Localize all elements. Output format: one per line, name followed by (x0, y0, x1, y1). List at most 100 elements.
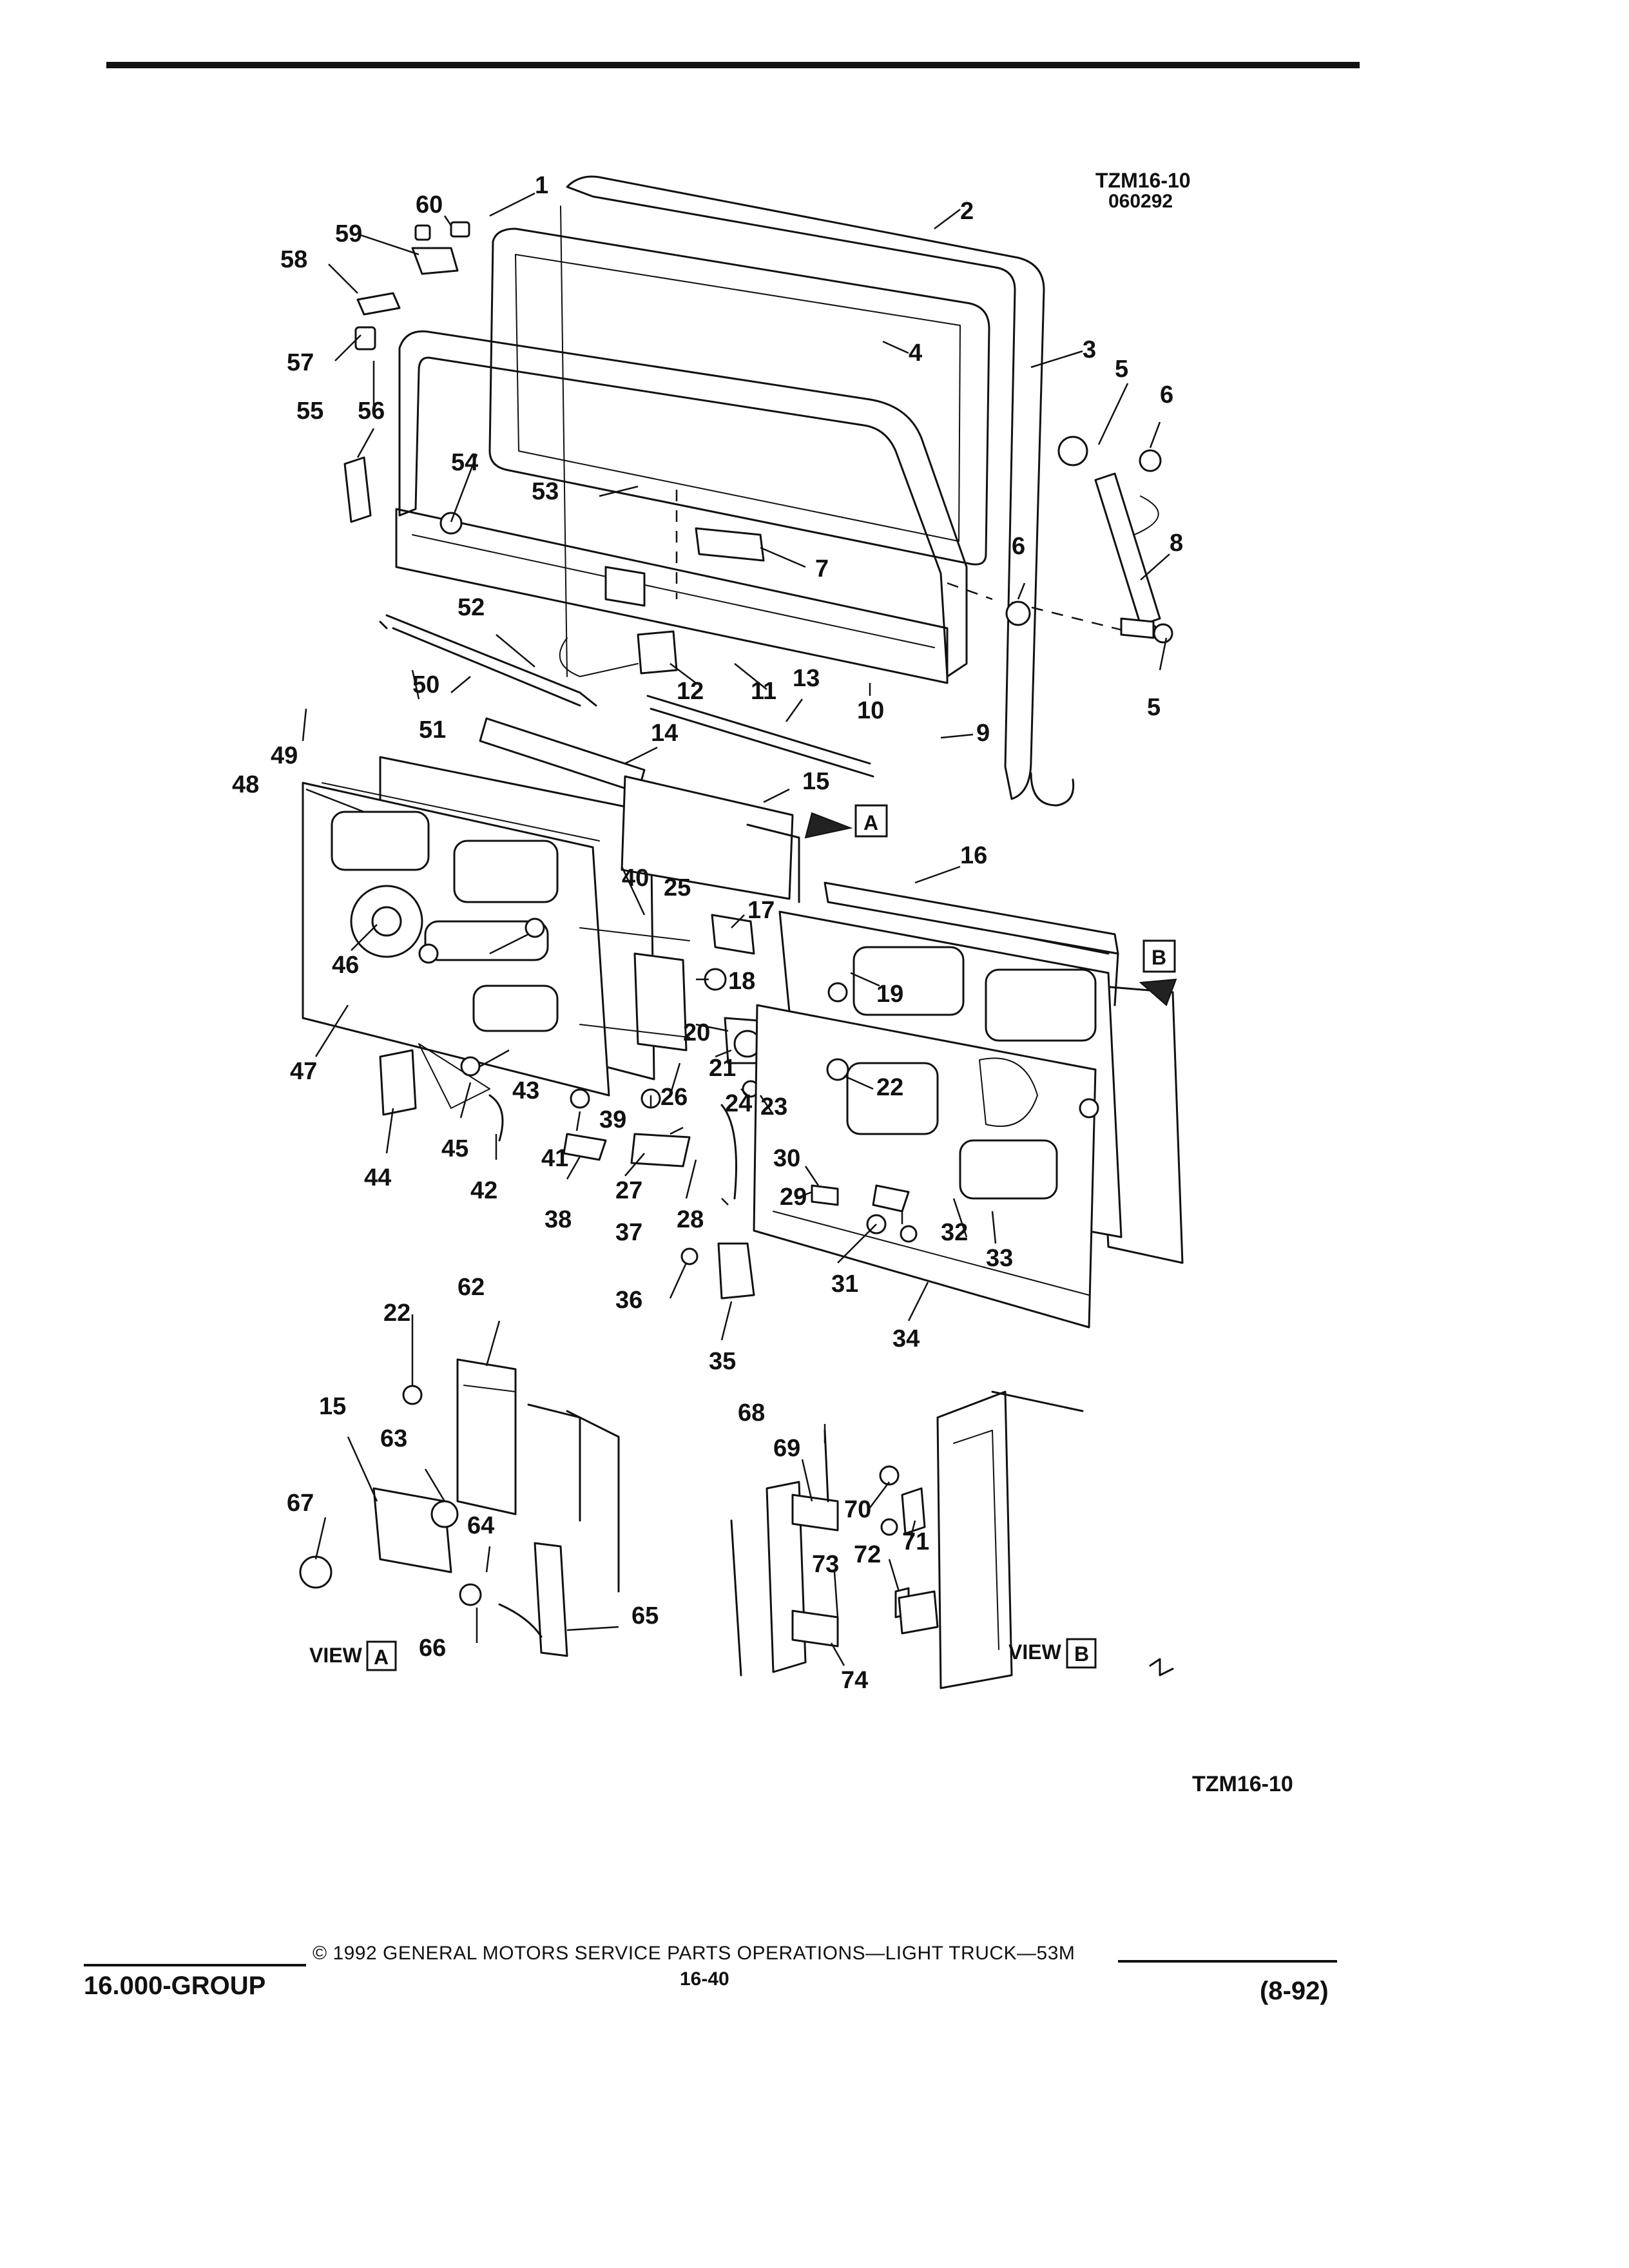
right-door-outer-panel (753, 898, 1184, 1329)
callout-22: 22 (876, 1074, 903, 1101)
callout-37: 37 (615, 1219, 642, 1246)
upper-hinge-cluster (343, 221, 470, 535)
callout-51: 51 (419, 716, 446, 744)
callout-8: 8 (1170, 530, 1183, 557)
callout-22b: 22 (383, 1300, 410, 1327)
left-door-inner-panel (302, 756, 800, 1097)
callout-29: 29 (780, 1184, 807, 1211)
drawing-id-bottom: TZM16-10 (1192, 1772, 1293, 1796)
arrow-b-letter: B (1152, 946, 1166, 969)
footer-page-number: 16-40 (680, 1968, 729, 1990)
weatherstrip (824, 881, 1119, 955)
callout-36: 36 (615, 1287, 642, 1314)
callout-50: 50 (412, 671, 439, 698)
corner-mark (1149, 1658, 1174, 1677)
callout-67: 67 (287, 1490, 314, 1517)
footer-rule-left (84, 1964, 306, 1966)
callout-5b: 5 (1147, 694, 1161, 721)
view-b-detail (730, 1390, 1084, 1689)
callout-4: 4 (909, 340, 922, 367)
callout-9: 9 (976, 720, 990, 747)
callout-53: 53 (532, 478, 559, 505)
support-strut (1005, 436, 1173, 644)
latch-assembly (559, 527, 765, 677)
callout-27: 27 (615, 1177, 642, 1204)
callout-57: 57 (287, 349, 314, 376)
callout-17: 17 (747, 897, 775, 924)
callout-19: 19 (876, 981, 903, 1008)
callout-70: 70 (844, 1496, 871, 1523)
callout-7: 7 (815, 555, 829, 582)
view-b-word: VIEW (1008, 1640, 1062, 1664)
callout-18: 18 (728, 968, 755, 995)
callout-25: 25 (664, 874, 691, 901)
callout-16: 16 (960, 842, 987, 869)
callout-15: 15 (802, 768, 829, 795)
footer-group: 16.000-GROUP (84, 1972, 266, 2000)
footer-copyright: © 1992 GENERAL MOTORS SERVICE PARTS OPER… (313, 1943, 1075, 1964)
callout-23: 23 (760, 1093, 787, 1120)
release-rods (379, 614, 874, 778)
view-b-arrow (1139, 939, 1177, 1006)
callout-48: 48 (232, 771, 259, 798)
footer-rule-right (1118, 1960, 1337, 1963)
callout-73: 73 (812, 1551, 839, 1578)
callout-63: 63 (380, 1425, 407, 1452)
callout-44: 44 (364, 1164, 391, 1191)
callout-72: 72 (854, 1541, 881, 1568)
callout-66: 66 (419, 1635, 446, 1662)
callout-59: 59 (335, 220, 362, 247)
callout-14: 14 (651, 720, 678, 747)
callout-42: 42 (470, 1177, 497, 1204)
callout-56: 56 (358, 398, 385, 425)
callout-33: 33 (986, 1245, 1013, 1272)
callout-71: 71 (902, 1528, 929, 1555)
callout-20: 20 (683, 1019, 710, 1046)
lower-striker (680, 1242, 755, 1300)
callout-6: 6 (1160, 381, 1173, 408)
callout-6b: 6 (1012, 533, 1025, 560)
callout-47: 47 (290, 1058, 317, 1085)
arrow-a-letter: A (863, 811, 878, 834)
callout-12: 12 (677, 678, 704, 705)
callout-54: 54 (451, 449, 478, 476)
callout-2: 2 (960, 198, 974, 225)
callout-35: 35 (709, 1348, 736, 1375)
callout-40: 40 (622, 865, 649, 892)
callout-3: 3 (1083, 336, 1096, 363)
callout-28: 28 (677, 1206, 704, 1233)
callout-labels: 1 2 3 4 5 5 6 6 7 8 9 10 11 12 13 14 15 … (232, 172, 1183, 1694)
callout-13: 13 (793, 665, 820, 692)
callout-31: 31 (831, 1271, 858, 1298)
callout-69: 69 (773, 1435, 800, 1462)
callout-62: 62 (458, 1274, 485, 1301)
callout-55: 55 (296, 398, 323, 425)
callout-32: 32 (941, 1219, 968, 1246)
drawing-id-top: TZM16-10 (1095, 169, 1191, 192)
callout-68: 68 (738, 1399, 765, 1427)
footer-revision: (8-92) (1260, 1977, 1329, 2005)
callout-34: 34 (892, 1325, 920, 1352)
view-a-arrow (804, 804, 888, 839)
callout-39: 39 (599, 1106, 626, 1133)
lower-left-hardware (379, 1043, 737, 1200)
callout-21: 21 (709, 1055, 736, 1082)
callout-11: 11 (751, 678, 776, 705)
callout-15b: 15 (319, 1393, 346, 1420)
callout-49: 49 (271, 742, 298, 769)
callout-1: 1 (535, 172, 548, 199)
view-a-word: VIEW (309, 1644, 363, 1667)
callout-5: 5 (1115, 356, 1128, 383)
callout-43: 43 (512, 1077, 539, 1104)
top-rule (106, 62, 1360, 68)
callout-64: 64 (467, 1512, 494, 1539)
window-frame-assembly (395, 175, 1141, 807)
callout-26: 26 (660, 1084, 688, 1111)
callout-46: 46 (332, 952, 359, 979)
callout-38: 38 (545, 1206, 572, 1233)
callout-45: 45 (441, 1135, 468, 1162)
callout-58: 58 (280, 246, 307, 273)
callout-10: 10 (857, 697, 884, 724)
callout-leaders (302, 192, 1170, 1666)
